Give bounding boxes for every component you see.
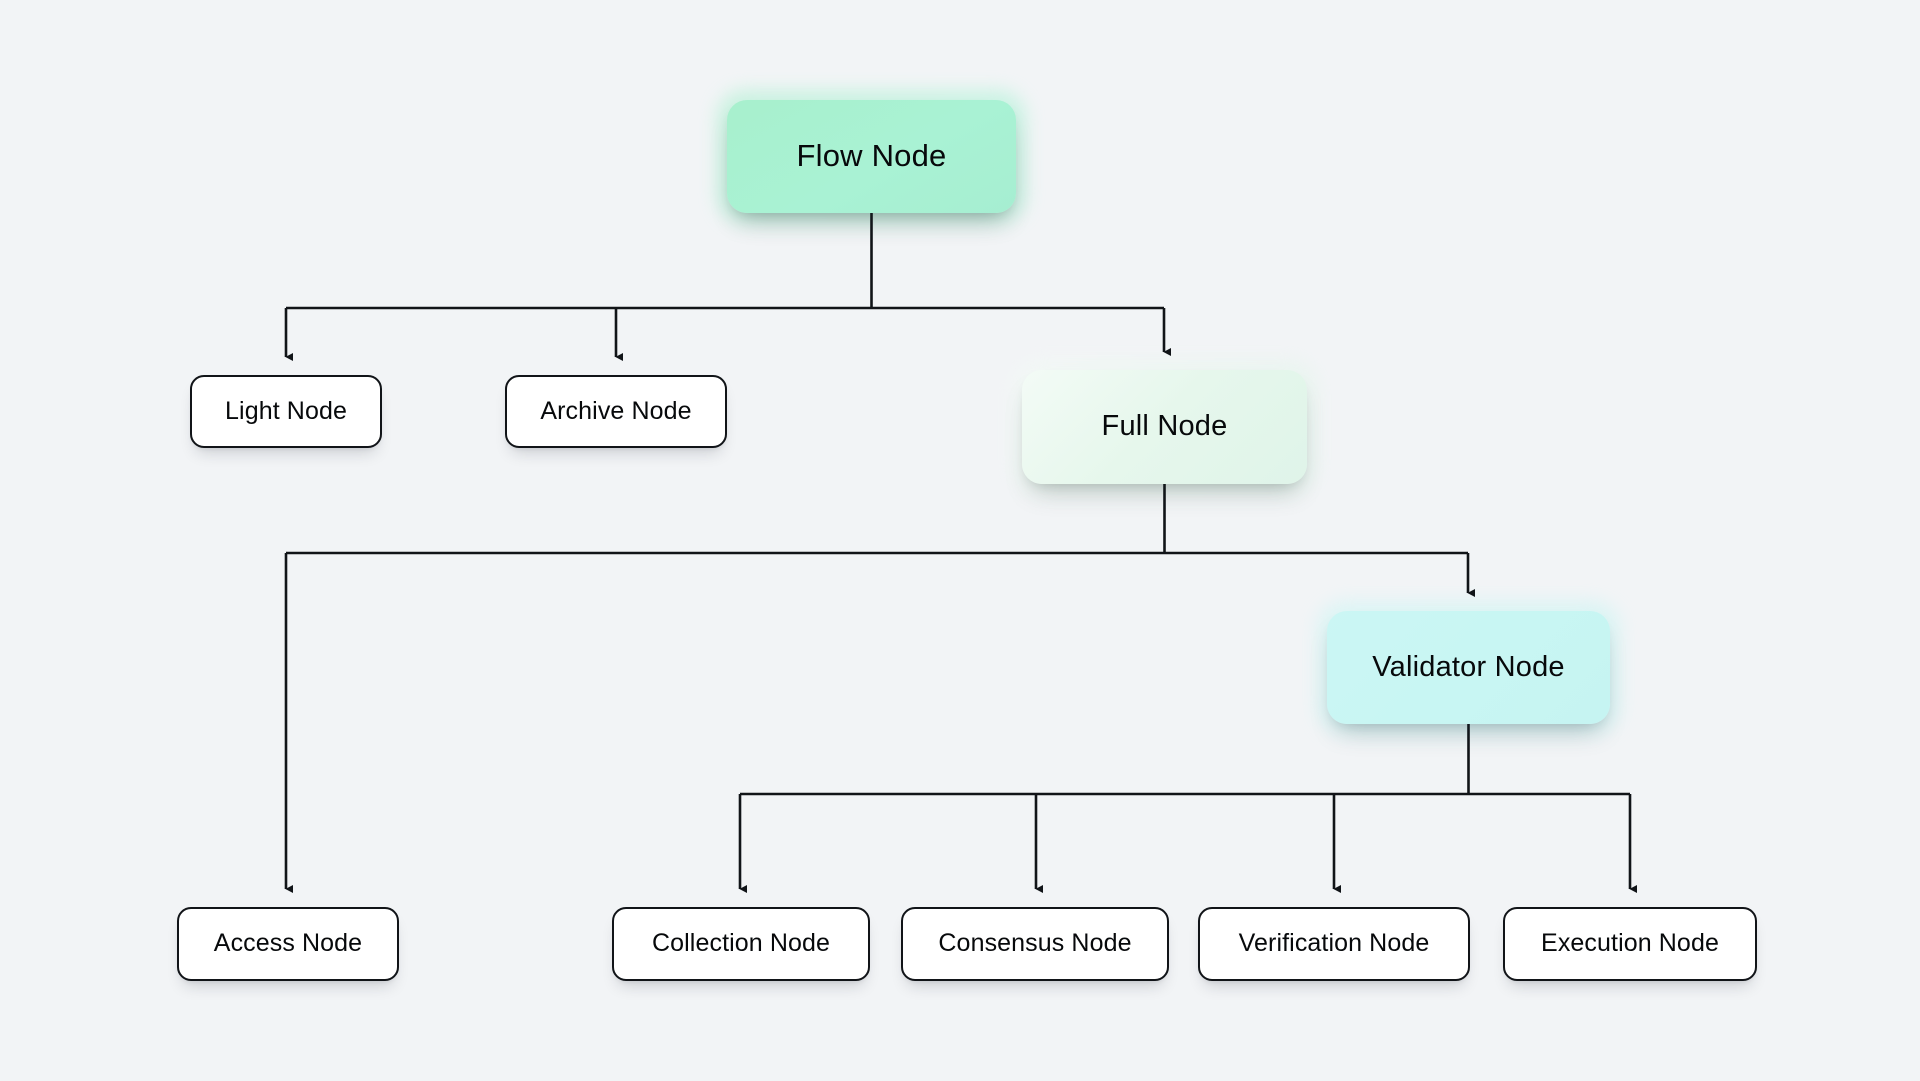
node-light[interactable]: Light Node <box>190 375 382 448</box>
node-archive[interactable]: Archive Node <box>505 375 727 448</box>
node-flow[interactable]: Flow Node <box>727 100 1016 213</box>
node-access[interactable]: Access Node <box>177 907 399 981</box>
node-collection[interactable]: Collection Node <box>612 907 870 981</box>
node-verification[interactable]: Verification Node <box>1198 907 1470 981</box>
node-validator[interactable]: Validator Node <box>1327 611 1610 724</box>
node-consensus[interactable]: Consensus Node <box>901 907 1169 981</box>
node-execution[interactable]: Execution Node <box>1503 907 1757 981</box>
node-full[interactable]: Full Node <box>1022 370 1307 484</box>
